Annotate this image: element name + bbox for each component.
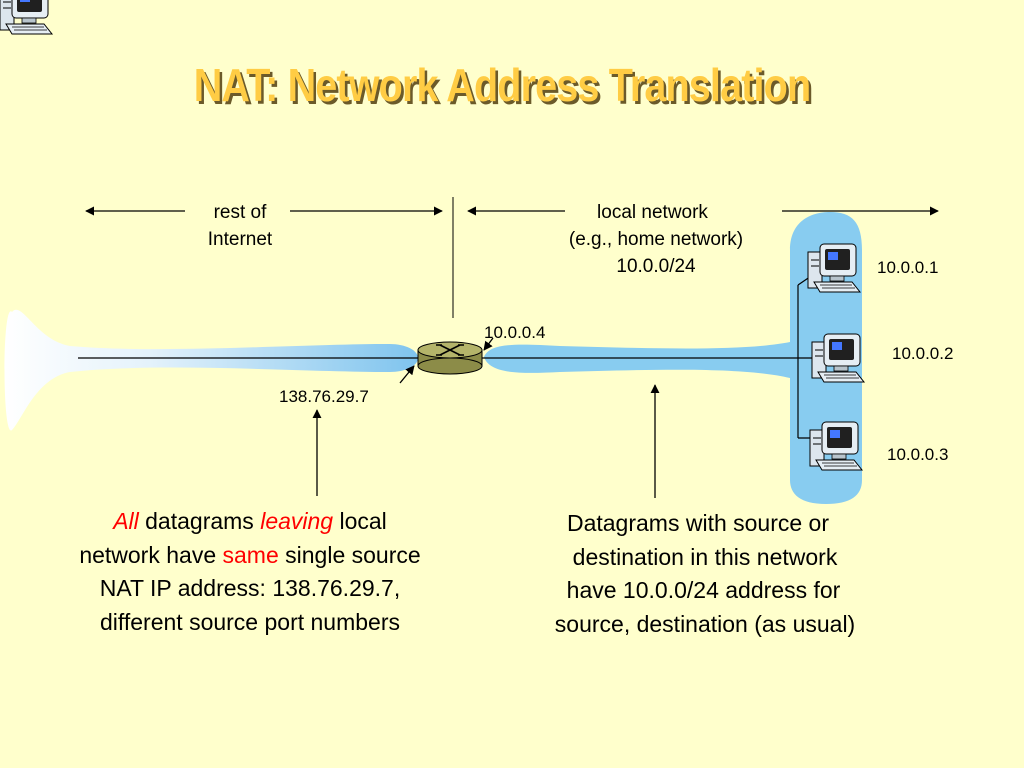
emphasis-leaving: leaving <box>260 508 334 534</box>
internet-label: rest of Internet <box>180 199 300 253</box>
left-note-line2: network have same single source <box>20 539 480 573</box>
left-note-word-datagrams: datagrams <box>138 508 261 534</box>
right-note-line3: have 10.0.0/24 address for <box>566 577 841 603</box>
host3-ip: 10.0.0.3 <box>887 445 949 464</box>
right-note-line2: destination in this network <box>572 543 838 570</box>
left-note-line4: different source port numbers <box>99 608 400 635</box>
router-public-ip: 138.76.29.7 <box>279 387 369 406</box>
left-note-word-single-source: single source <box>278 541 421 568</box>
internet-label-line2: Internet <box>207 229 273 250</box>
left-note-line1: All datagrams leaving local <box>20 505 480 539</box>
right-note: Datagrams with source or destination in … <box>485 507 925 641</box>
local-network-label: local network (e.g., home network) 10.0.… <box>536 199 776 280</box>
emphasis-all: All <box>113 508 139 534</box>
internet-cloud <box>4 309 418 431</box>
right-note-line1: Datagrams with source or <box>566 510 830 536</box>
internet-label-line1: rest of <box>213 202 267 223</box>
slide-title: NAT: Network Address Translation <box>193 59 811 111</box>
local-label-line2: (e.g., home network) <box>568 229 744 250</box>
router-private-ip: 10.0.0.4 <box>484 323 546 342</box>
left-note-line3: NAT IP address: 138.76.29.7, <box>99 575 401 601</box>
local-label-line3: 10.0.0/24 <box>616 256 696 277</box>
host1-ip: 10.0.0.1 <box>877 258 939 277</box>
private-ip-pointer <box>483 337 494 351</box>
left-note: All datagrams leaving local network have… <box>20 505 480 639</box>
right-note-line4: source, destination (as usual) <box>554 610 856 637</box>
nat-router <box>417 341 483 375</box>
left-note-word-network-have: network have <box>79 541 223 568</box>
host2-ip: 10.0.0.2 <box>892 344 954 363</box>
left-note-word-local: local <box>333 508 387 534</box>
public-ip-pointer <box>399 365 415 384</box>
local-label-line1: local network <box>597 202 708 223</box>
emphasis-same: same <box>222 541 279 568</box>
